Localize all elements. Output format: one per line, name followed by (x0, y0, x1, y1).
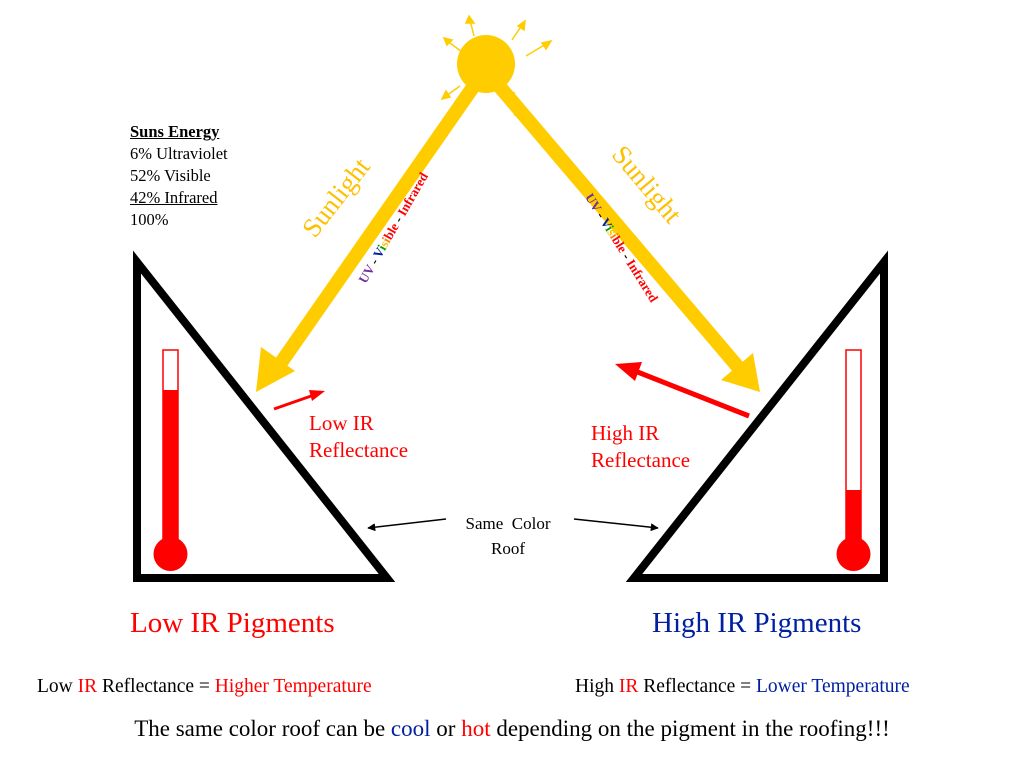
visible-letter: i (374, 242, 389, 253)
low-ir-line: Low IR (309, 411, 374, 435)
eq-text: Reflectance = (97, 676, 215, 697)
ir-word: IR (618, 676, 639, 697)
sun-energy-breakdown: Suns Energy 6% Ultraviolet 52% Visible 4… (130, 121, 228, 231)
summary-text: or (430, 716, 462, 741)
energy-infrared: 42% Infrared (130, 188, 218, 207)
sunlight-beam-left (256, 75, 484, 392)
low-ir-pigments-title: Low IR Pigments (130, 607, 335, 639)
cool-word: cool (390, 716, 431, 741)
summary-text: The same color roof can be (134, 716, 391, 741)
same-color-roof-label: Same Color Roof (438, 511, 578, 561)
eq-text: High (575, 676, 619, 697)
spectrum-label-left: UV - Visible - Infrared (355, 169, 431, 286)
high-ir-pigments-title: High IR Pigments (652, 607, 862, 639)
same-roof-arrow-left (367, 518, 447, 532)
low-ir-reflectance-label: Low IR Reflectance (309, 410, 408, 464)
roof-line: Roof (491, 539, 525, 558)
energy-total: 100% (130, 210, 169, 229)
hot-word: hot (461, 716, 491, 741)
right-roof (625, 250, 888, 582)
right-thermometer (836, 349, 871, 571)
visible-letter: i (379, 234, 394, 245)
left-thermometer-fill (163, 390, 178, 550)
eq-text: Reflectance = (638, 676, 757, 697)
high-ir-equation: High IR Reflectance = Lower Temperature (575, 676, 910, 698)
summary-statement: The same color roof can be cool or hot d… (0, 716, 1024, 742)
low-ir-reflection-arrow (273, 390, 325, 411)
high-ir-reflection-arrow (615, 362, 750, 419)
visible-letter: i (607, 230, 622, 241)
summary-text: depending on the pigment in the roofing!… (490, 716, 890, 741)
visible-letter: s (376, 238, 392, 250)
left-thermometer (153, 349, 188, 571)
reflectance-line: Reflectance (591, 448, 691, 472)
higher-temperature-text: Higher Temperature (214, 676, 372, 697)
same-color-line: Same Color (465, 514, 551, 533)
energy-uv: 6% Ultraviolet (130, 144, 228, 163)
same-roof-arrow-right (573, 518, 659, 532)
reflectance-line: Reflectance (309, 438, 409, 462)
sunlight-label-left: Sunlight (296, 152, 376, 243)
left-roof (133, 250, 396, 582)
high-ir-line: High IR (591, 421, 660, 445)
visible-letter: l (384, 225, 399, 236)
energy-visible: 52% Visible (130, 166, 211, 185)
ir-word: IR (77, 676, 98, 697)
visible-letter: l (613, 239, 628, 250)
eq-text: Low (37, 676, 78, 697)
right-thermometer-fill (846, 490, 861, 550)
sunlight-beam-right (488, 75, 760, 392)
visible-letter: i (602, 223, 617, 234)
lower-temperature-text: Lower Temperature (756, 676, 910, 697)
low-ir-equation: Low IR Reflectance = Higher Temperature (37, 676, 372, 698)
high-ir-reflectance-label: High IR Reflectance (591, 420, 690, 474)
energy-heading: Suns Energy (130, 122, 220, 141)
